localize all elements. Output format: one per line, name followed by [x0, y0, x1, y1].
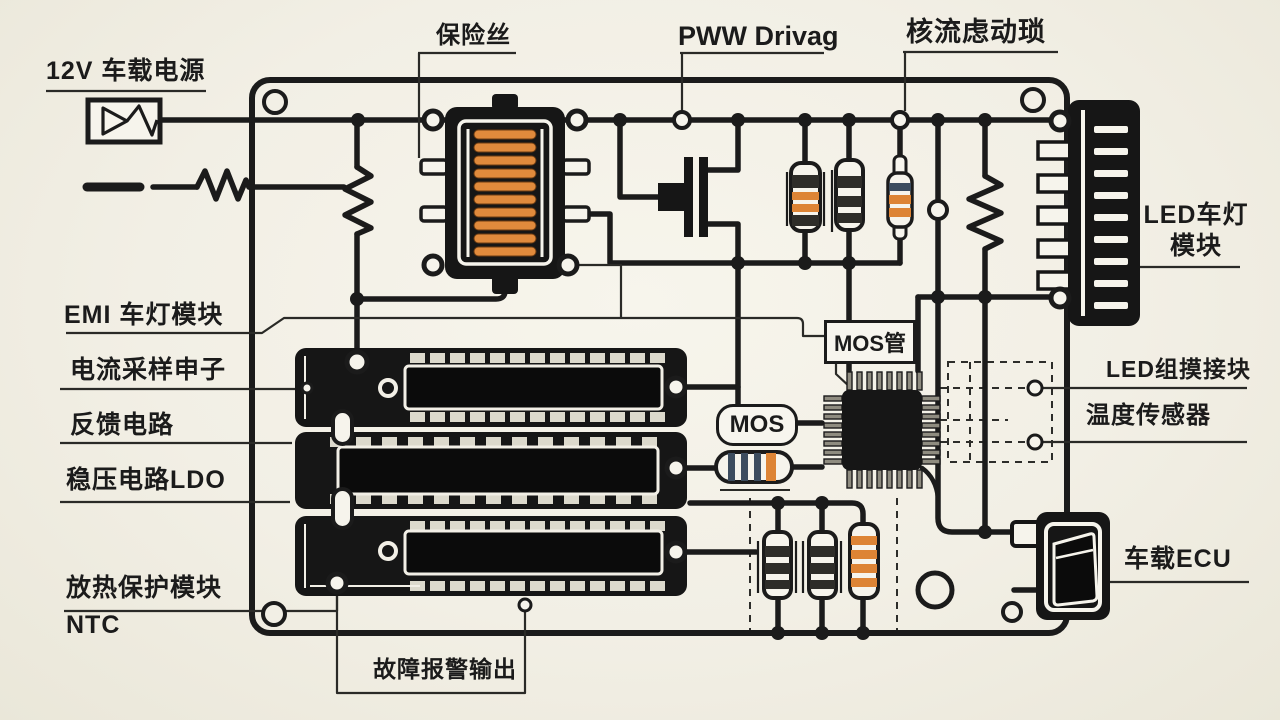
temp-sensor-node [1026, 433, 1044, 451]
mos-pill: MOS [716, 404, 798, 446]
via-node [927, 199, 949, 221]
label-choke: 核流虑动琐 [906, 17, 1046, 47]
ic1-right-pad [664, 375, 688, 399]
label-fault-alarm: 故障报警输出 [373, 656, 517, 682]
label-pwm-driver: PWW Drivag [678, 21, 839, 51]
led-bars [1094, 126, 1128, 309]
pwm-node [672, 110, 692, 130]
label-current-sampling: 电流采样申子 [70, 356, 227, 384]
led-bottom-pad [1048, 286, 1072, 310]
ic-module-1 [295, 348, 687, 427]
ic3-bottom-pad [325, 571, 349, 595]
pcb-board-outline [249, 77, 1070, 636]
label-led-connector: LED组摸接块 [1106, 356, 1251, 382]
qfp-chip [823, 371, 941, 489]
label-led-module-line1: LED车灯 [1143, 201, 1249, 229]
transformer-pin [561, 158, 591, 176]
leader-lines [46, 50, 1249, 695]
choke-node [890, 110, 910, 130]
mosfet-gate-wire [617, 117, 661, 200]
junction-dots [350, 113, 992, 640]
coil-windings [473, 129, 537, 257]
ic-module-3 [295, 516, 687, 596]
transformer-pin [561, 205, 591, 223]
label-12v-power: 12V 车载电源 [46, 57, 206, 85]
mosfet-source-wire [705, 221, 741, 266]
transformer-pad [421, 108, 445, 132]
dashed-box [947, 361, 1053, 463]
transformer-pin [419, 158, 449, 176]
mounting-holes [261, 87, 1046, 627]
transformer-pad [565, 108, 589, 132]
led-connector-node [1026, 379, 1044, 397]
dashed-guides [749, 361, 1053, 631]
ic3-right-pad [664, 540, 688, 564]
transformer-thin-wire [577, 263, 623, 318]
sampling-node [300, 381, 314, 395]
transformer-bottom-wire [354, 288, 508, 302]
mosfet-symbol [658, 157, 708, 237]
lower-resistor-3 [848, 522, 880, 600]
fault-node [517, 597, 533, 613]
label-ldo: 稳压电路LDO [66, 466, 226, 494]
resistor-a [785, 161, 826, 233]
pwm-leader [680, 51, 824, 111]
transformer-pad [556, 253, 580, 277]
label-thermal: 放热保护模块 [66, 574, 223, 602]
transformer-pin [419, 205, 449, 223]
label-mos: MOS [729, 411, 785, 438]
power-source-symbol [85, 97, 163, 145]
mos-tube-box: MOS管 [824, 320, 916, 364]
mid-bus-wire [586, 211, 903, 266]
lower-resistor-1 [756, 530, 798, 600]
horizontal-resistor [714, 450, 794, 491]
qfp-out-wire [919, 465, 941, 501]
transformer-component [419, 94, 591, 294]
connector-tooth [1036, 173, 1072, 194]
center-drop-wire [935, 117, 1016, 535]
ic-hole [378, 541, 398, 561]
ic-hole [378, 378, 398, 398]
ic-link-capsule [331, 487, 354, 530]
fault-alarm-leader [335, 593, 527, 695]
lower-resistor-2 [801, 530, 843, 600]
label-ntc: NTC [66, 611, 121, 639]
ic-link-capsule [331, 409, 354, 446]
choke-leader [903, 50, 1058, 111]
emi-leader [66, 316, 824, 338]
mos-tube-leader [834, 359, 852, 389]
connector-tooth [1036, 140, 1072, 161]
connector-tooth [1036, 270, 1072, 291]
ecu-switch [1010, 512, 1110, 620]
lower-branch-wire [687, 500, 866, 529]
led-top-pad [1048, 109, 1072, 133]
resistor-b [830, 158, 865, 232]
rocker [1052, 532, 1099, 607]
transformer-pad [421, 253, 445, 277]
label-mos-tube: MOS管 [833, 331, 907, 356]
resistor-c [886, 154, 914, 241]
ic2-right-pad [664, 456, 688, 480]
label-fuse: 保险丝 [436, 22, 511, 49]
label-led-module: LED车灯 模块 [1138, 200, 1254, 263]
right-zigzag-resistor [966, 173, 1004, 252]
diode-icon [101, 106, 129, 136]
label-led-module-line2: 模块 [1169, 232, 1222, 261]
label-temp-sensor: 温度传感器 [1086, 402, 1211, 429]
switch-tab [1010, 520, 1042, 548]
led-headlight-connector [1036, 100, 1140, 326]
connector-tooth [1036, 205, 1072, 226]
mosfet-drain-wire [705, 119, 741, 173]
fuse-leader [417, 51, 516, 158]
emi-resistor-zigzag [342, 164, 374, 237]
input-resistor-zigzag [194, 168, 252, 202]
label-ecu: 车载ECU [1124, 545, 1232, 573]
label-feedback: 反馈电路 [70, 411, 175, 439]
connector-tooth [1036, 238, 1072, 259]
ic-module-2 [295, 432, 687, 509]
ic1-top-pad [344, 349, 370, 375]
label-emi: EMI 车灯模块 [64, 301, 224, 329]
circle-nodes [300, 108, 1072, 613]
